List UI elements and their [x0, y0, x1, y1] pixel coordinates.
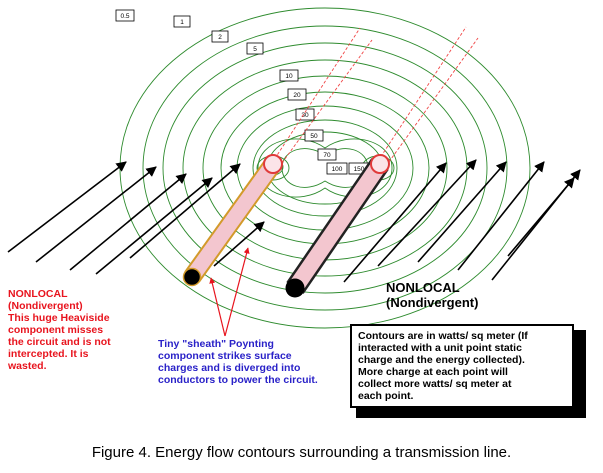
contour-label: 1 [180, 19, 184, 26]
contour-label-box: 5 [246, 42, 264, 55]
contour-label: 10 [285, 73, 293, 80]
info-box-line: More charge at each point will [358, 366, 508, 378]
right-extension-line [385, 37, 479, 167]
contour-line [162, 42, 488, 294]
contour-label-box: 2 [211, 30, 229, 43]
flow-arrows [7, 159, 581, 283]
right-label-line: (Nondivergent) [386, 295, 479, 310]
left-note-line: (Nondivergent) [8, 300, 83, 312]
left-extension-line [278, 39, 373, 168]
right-conductor [285, 154, 390, 298]
flow-arrow-icon [417, 161, 507, 263]
contour-line [220, 91, 430, 245]
info-box-line: interacted with a unit point static [358, 342, 522, 354]
contour-label: 50 [310, 133, 318, 140]
flow-arrow-icon [129, 163, 241, 259]
contour-line [142, 25, 508, 311]
contour-label: 2 [218, 34, 222, 41]
contour-label-box: 10 [279, 69, 299, 82]
contour-value-labels: 0.5 1 2 5 10 20 30 50 [115, 9, 370, 175]
contour-label: 30 [301, 112, 309, 119]
left-extension-line [271, 27, 361, 164]
left-note-line: component misses [8, 324, 104, 336]
flow-arrow-icon [7, 161, 127, 253]
contour-units-info-box: Contours are in watts/ sq meter (If inte… [350, 324, 574, 408]
pointer-line [209, 277, 226, 337]
flow-arrow-icon [377, 159, 477, 267]
contour-label: 0.5 [120, 13, 129, 20]
pointer-line [224, 247, 250, 337]
conductor-extension-lines [271, 26, 479, 168]
right-extension-line [377, 26, 467, 162]
contour-line [257, 138, 393, 198]
left-conductor-near-end [263, 154, 283, 174]
contour-label-box: 0.5 [115, 9, 135, 22]
flow-arrow-icon [457, 161, 545, 271]
info-box-line: charge and the energy collected). [358, 354, 525, 366]
left-conductor-far-end [182, 267, 202, 287]
sheath-pointers [209, 247, 250, 337]
figure-caption: Figure 4. Energy flow contours surroundi… [91, 444, 512, 461]
contour-label: 100 [332, 166, 343, 173]
contour-label: 5 [253, 46, 257, 53]
contour-label-box: 30 [295, 108, 315, 121]
left-note-line: intercepted. It is [8, 348, 89, 360]
flow-arrow-icon [343, 162, 447, 283]
left-conductor [182, 154, 283, 287]
contour-line [252, 119, 398, 217]
info-box-line: Contours are in watts/ sq meter (If [358, 330, 528, 342]
contour-label-box: 100 [326, 162, 348, 175]
right-conductor-far-end [285, 278, 305, 298]
center-note-line: charges and is diverged into [158, 362, 301, 374]
left-note-line: This huge Heaviside [8, 312, 110, 324]
left-note-line: NONLOCAL [8, 288, 68, 300]
left-nonlocal-note: NONLOCAL (Nondivergent) This huge Heavis… [8, 288, 148, 372]
contour-label-box: 20 [287, 88, 307, 101]
flow-arrow-icon [95, 177, 213, 275]
sheath-component-note: Tiny "sheath" Poynting component strikes… [158, 338, 378, 386]
contour-label: 20 [293, 92, 301, 99]
contour-label-box: 50 [304, 129, 324, 142]
info-box-line: collect more watts/ sq meter at [358, 378, 512, 390]
right-nonlocal-label: NONLOCAL (Nondivergent) [386, 280, 478, 310]
contour-label: 150 [354, 166, 365, 173]
right-label-line: NONLOCAL [386, 280, 460, 295]
flow-arrow-icon [35, 166, 157, 263]
flow-arrow-icon [507, 177, 575, 257]
center-note-line: conductors to power the circuit. [158, 374, 318, 386]
center-note-line: component strikes surface [158, 350, 292, 362]
flow-arrow-icon [69, 173, 187, 271]
left-note-line: wasted. [8, 360, 47, 372]
right-conductor-near-end [370, 154, 390, 174]
info-box-line: each point. [358, 390, 414, 402]
left-note-line: the circuit and is not [8, 336, 111, 348]
flow-arrow-icon [213, 221, 265, 267]
contour-label-box: 70 [317, 148, 337, 161]
contour-label-box: 1 [173, 15, 191, 28]
center-note-line: Tiny "sheath" Poynting [158, 338, 274, 350]
contour-label: 70 [323, 152, 331, 159]
